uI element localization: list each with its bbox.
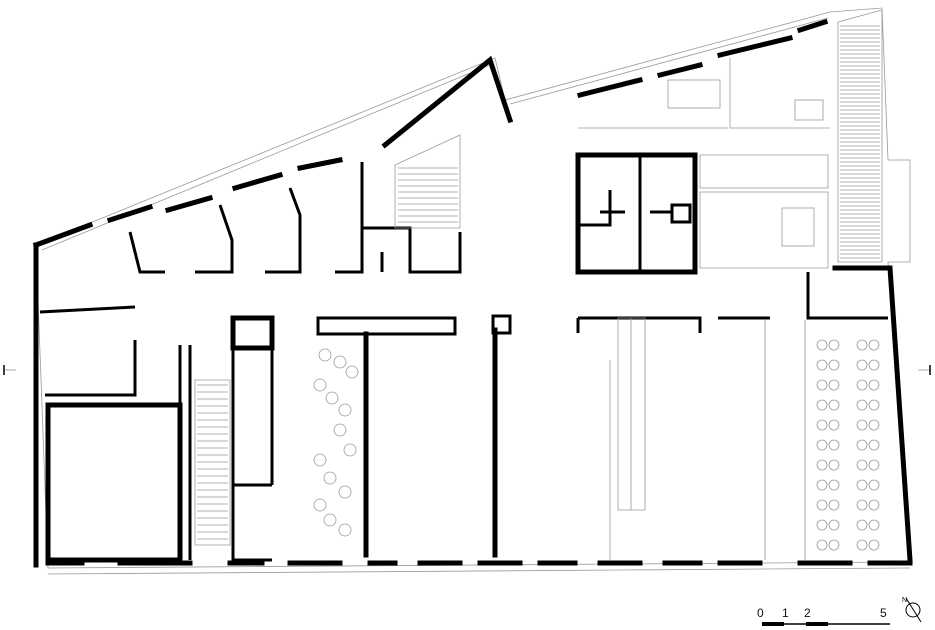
dining-chair: [816, 379, 828, 391]
dining-chair: [868, 439, 880, 451]
staircase-north: [394, 134, 461, 229]
lounge-chair: [338, 403, 352, 417]
lounge-chair: [338, 485, 352, 499]
meeting-table: [667, 79, 824, 247]
dining-chair: [828, 359, 840, 371]
exterior-walls: [32, 18, 913, 568]
dining-chair: [828, 339, 840, 351]
dining-chair: [816, 399, 828, 411]
dining-chair: [828, 539, 840, 551]
dining-chair: [816, 339, 828, 351]
dining-chair: [868, 399, 880, 411]
dining-chair: [868, 499, 880, 511]
lounge-chair: [345, 365, 359, 379]
dining-chair: [856, 339, 868, 351]
dining-chair: [856, 419, 868, 431]
lounge-chair: [313, 453, 327, 467]
north-arrow-icon: N: [902, 597, 922, 623]
dining-chair: [868, 459, 880, 471]
building-envelope: [35, 7, 911, 575]
dining-chair: [816, 359, 828, 371]
scale-label-2: 2: [804, 606, 811, 620]
dining-chair: [856, 499, 868, 511]
dining-chair: [868, 339, 880, 351]
dining-grid: [816, 339, 880, 551]
dining-chair: [816, 539, 828, 551]
dining-chair: [856, 439, 868, 451]
dining-chair: [856, 399, 868, 411]
section-marker-left: [3, 365, 16, 375]
lounge-chair: [333, 355, 347, 369]
scale-bar: 0 1 2 5: [757, 606, 890, 626]
scale-label-0: 0: [757, 606, 764, 620]
dining-chair: [816, 499, 828, 511]
dining-chair: [828, 499, 840, 511]
lounge-seating: [313, 348, 359, 537]
lounge-chair: [343, 443, 357, 457]
dining-chair: [856, 459, 868, 471]
dining-chair: [856, 519, 868, 531]
lounge-chair: [338, 523, 352, 537]
counter: [617, 317, 646, 511]
dining-chair: [816, 479, 828, 491]
dining-chair: [856, 379, 868, 391]
staircase-south: [194, 379, 231, 546]
lounge-chair: [325, 391, 339, 405]
scale-label-5: 5: [880, 606, 887, 620]
interior-walls: [39, 58, 888, 563]
dining-chair: [828, 459, 840, 471]
dining-chair: [816, 519, 828, 531]
section-marker-right: [918, 365, 931, 375]
dining-chair: [868, 519, 880, 531]
dining-chair: [828, 519, 840, 531]
dining-chair: [828, 439, 840, 451]
dining-chair: [828, 399, 840, 411]
dining-chair: [816, 459, 828, 471]
dining-chair: [828, 419, 840, 431]
dining-chair: [856, 359, 868, 371]
north-label: N: [902, 597, 907, 604]
scale-label-1: 1: [782, 606, 789, 620]
dining-chair: [828, 479, 840, 491]
dining-chair: [816, 419, 828, 431]
dining-chair: [816, 439, 828, 451]
staircase-east: [837, 9, 883, 263]
lounge-chair: [323, 471, 337, 485]
dining-chair: [856, 539, 868, 551]
lounge-chair: [323, 513, 337, 527]
lounge-chair: [318, 348, 332, 362]
dining-chair: [828, 379, 840, 391]
dining-chair: [868, 359, 880, 371]
dining-chair: [868, 379, 880, 391]
lounge-chair: [313, 498, 327, 512]
dining-chair: [868, 539, 880, 551]
dining-chair: [856, 479, 868, 491]
dining-chair: [868, 419, 880, 431]
lounge-chair: [333, 423, 347, 437]
dining-chair: [868, 479, 880, 491]
lounge-chair: [313, 378, 327, 392]
